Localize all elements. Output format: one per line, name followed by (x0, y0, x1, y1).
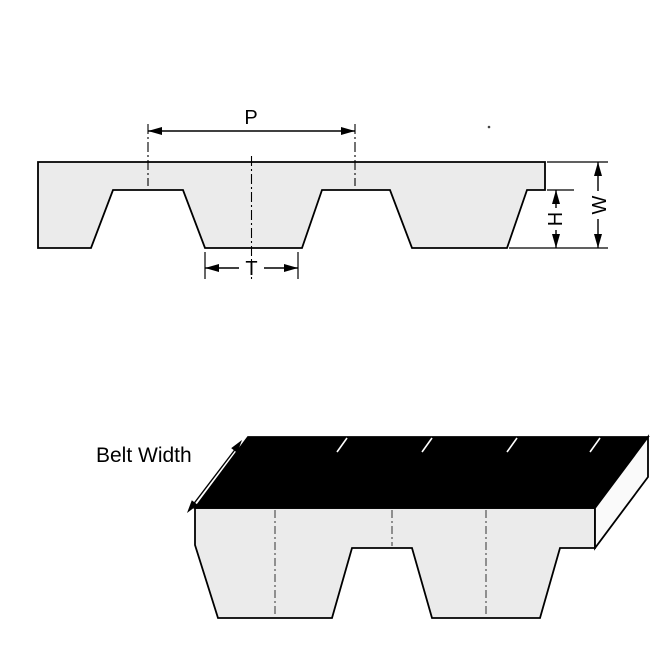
belt-width-label: Belt Width (96, 444, 192, 467)
tooth-mark-1 (336, 437, 348, 453)
belt-width-arrow-lower (187, 500, 198, 513)
belt-profile-shape (37, 161, 546, 249)
pitch-dimension: P (147, 107, 356, 186)
stray-mark (487, 125, 491, 129)
isometric-view: Belt Width (96, 434, 650, 619)
tooth-mark-3 (506, 437, 518, 453)
tooth-height-label: H (545, 212, 567, 226)
tooth-mark-4 (589, 437, 601, 453)
belt-top-surface (193, 436, 650, 509)
thickness-arrow-down (594, 234, 602, 248)
thickness-arrow-up (594, 162, 602, 176)
pitch-arrow-left (148, 127, 162, 135)
belt-end-face (594, 434, 649, 551)
cross-section-view: P T H (37, 107, 611, 280)
pitch-arrow-right (341, 127, 355, 135)
belt-front-face (194, 507, 596, 619)
tooth-width-label: T (245, 258, 257, 280)
tooth-height-arrow-down (552, 234, 560, 248)
pitch-label: P (244, 107, 257, 129)
tooth-height-dimension: H (545, 190, 567, 248)
thickness-label: W (589, 195, 611, 214)
tooth-width-arrow-right (284, 264, 298, 272)
belt-width-dimension: Belt Width (96, 440, 242, 513)
belt-thickness-dimension: W (589, 162, 611, 248)
tooth-height-arrow-up (552, 190, 560, 204)
tooth-width-dimension: T (204, 252, 299, 280)
tooth-width-arrow-left (205, 264, 219, 272)
tooth-mark-2 (421, 437, 433, 453)
belt-width-arrow-line (188, 442, 241, 511)
belt-width-arrow-upper (231, 440, 242, 453)
